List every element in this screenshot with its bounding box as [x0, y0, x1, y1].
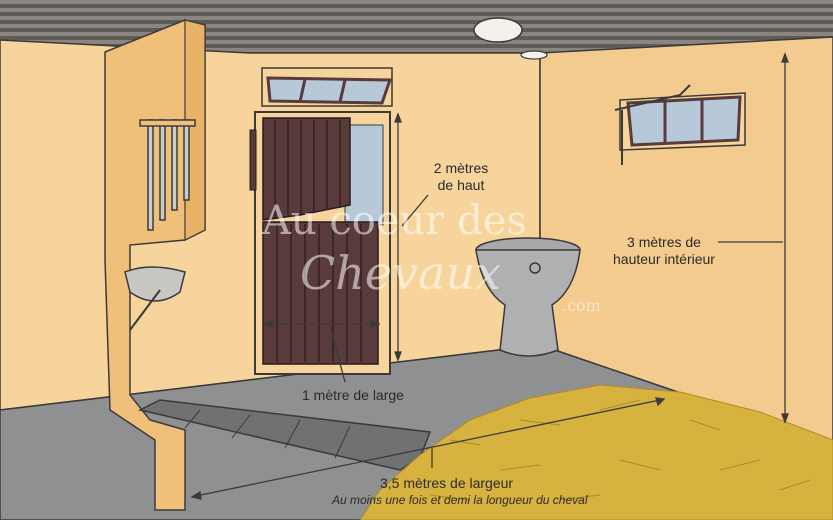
interior-height-line2: hauteur intérieur — [613, 251, 715, 267]
drain-channel — [137, 399, 432, 471]
ceiling-light — [473, 17, 523, 43]
stall-width-label: 3,5 mètres de largeur — [380, 475, 514, 491]
hay-rack — [139, 119, 196, 231]
interior-height-label: 3 mètres de hauteur intérieur — [603, 234, 725, 268]
ceiling — [0, 0, 833, 53]
water-trough — [475, 237, 581, 357]
ceiling-light-small — [520, 50, 548, 60]
door-height-label: 2 mètres de haut — [420, 160, 502, 194]
wall-window — [614, 84, 746, 165]
door-opening — [344, 124, 384, 226]
door-height-line1: 2 mètres — [433, 160, 489, 176]
stall-width-note: Au moins une fois et demi la longueur du… — [332, 493, 588, 507]
door-width-label: 1 mètre de large — [302, 387, 404, 403]
dimension-lines — [190, 52, 789, 500]
stall-door — [249, 117, 379, 365]
transom-window — [261, 67, 393, 107]
straw-bedding — [359, 384, 833, 520]
door-height-line2: de haut — [437, 177, 485, 193]
interior-height-line1: 3 mètres de — [627, 234, 701, 250]
feeder-bowl — [124, 266, 186, 302]
